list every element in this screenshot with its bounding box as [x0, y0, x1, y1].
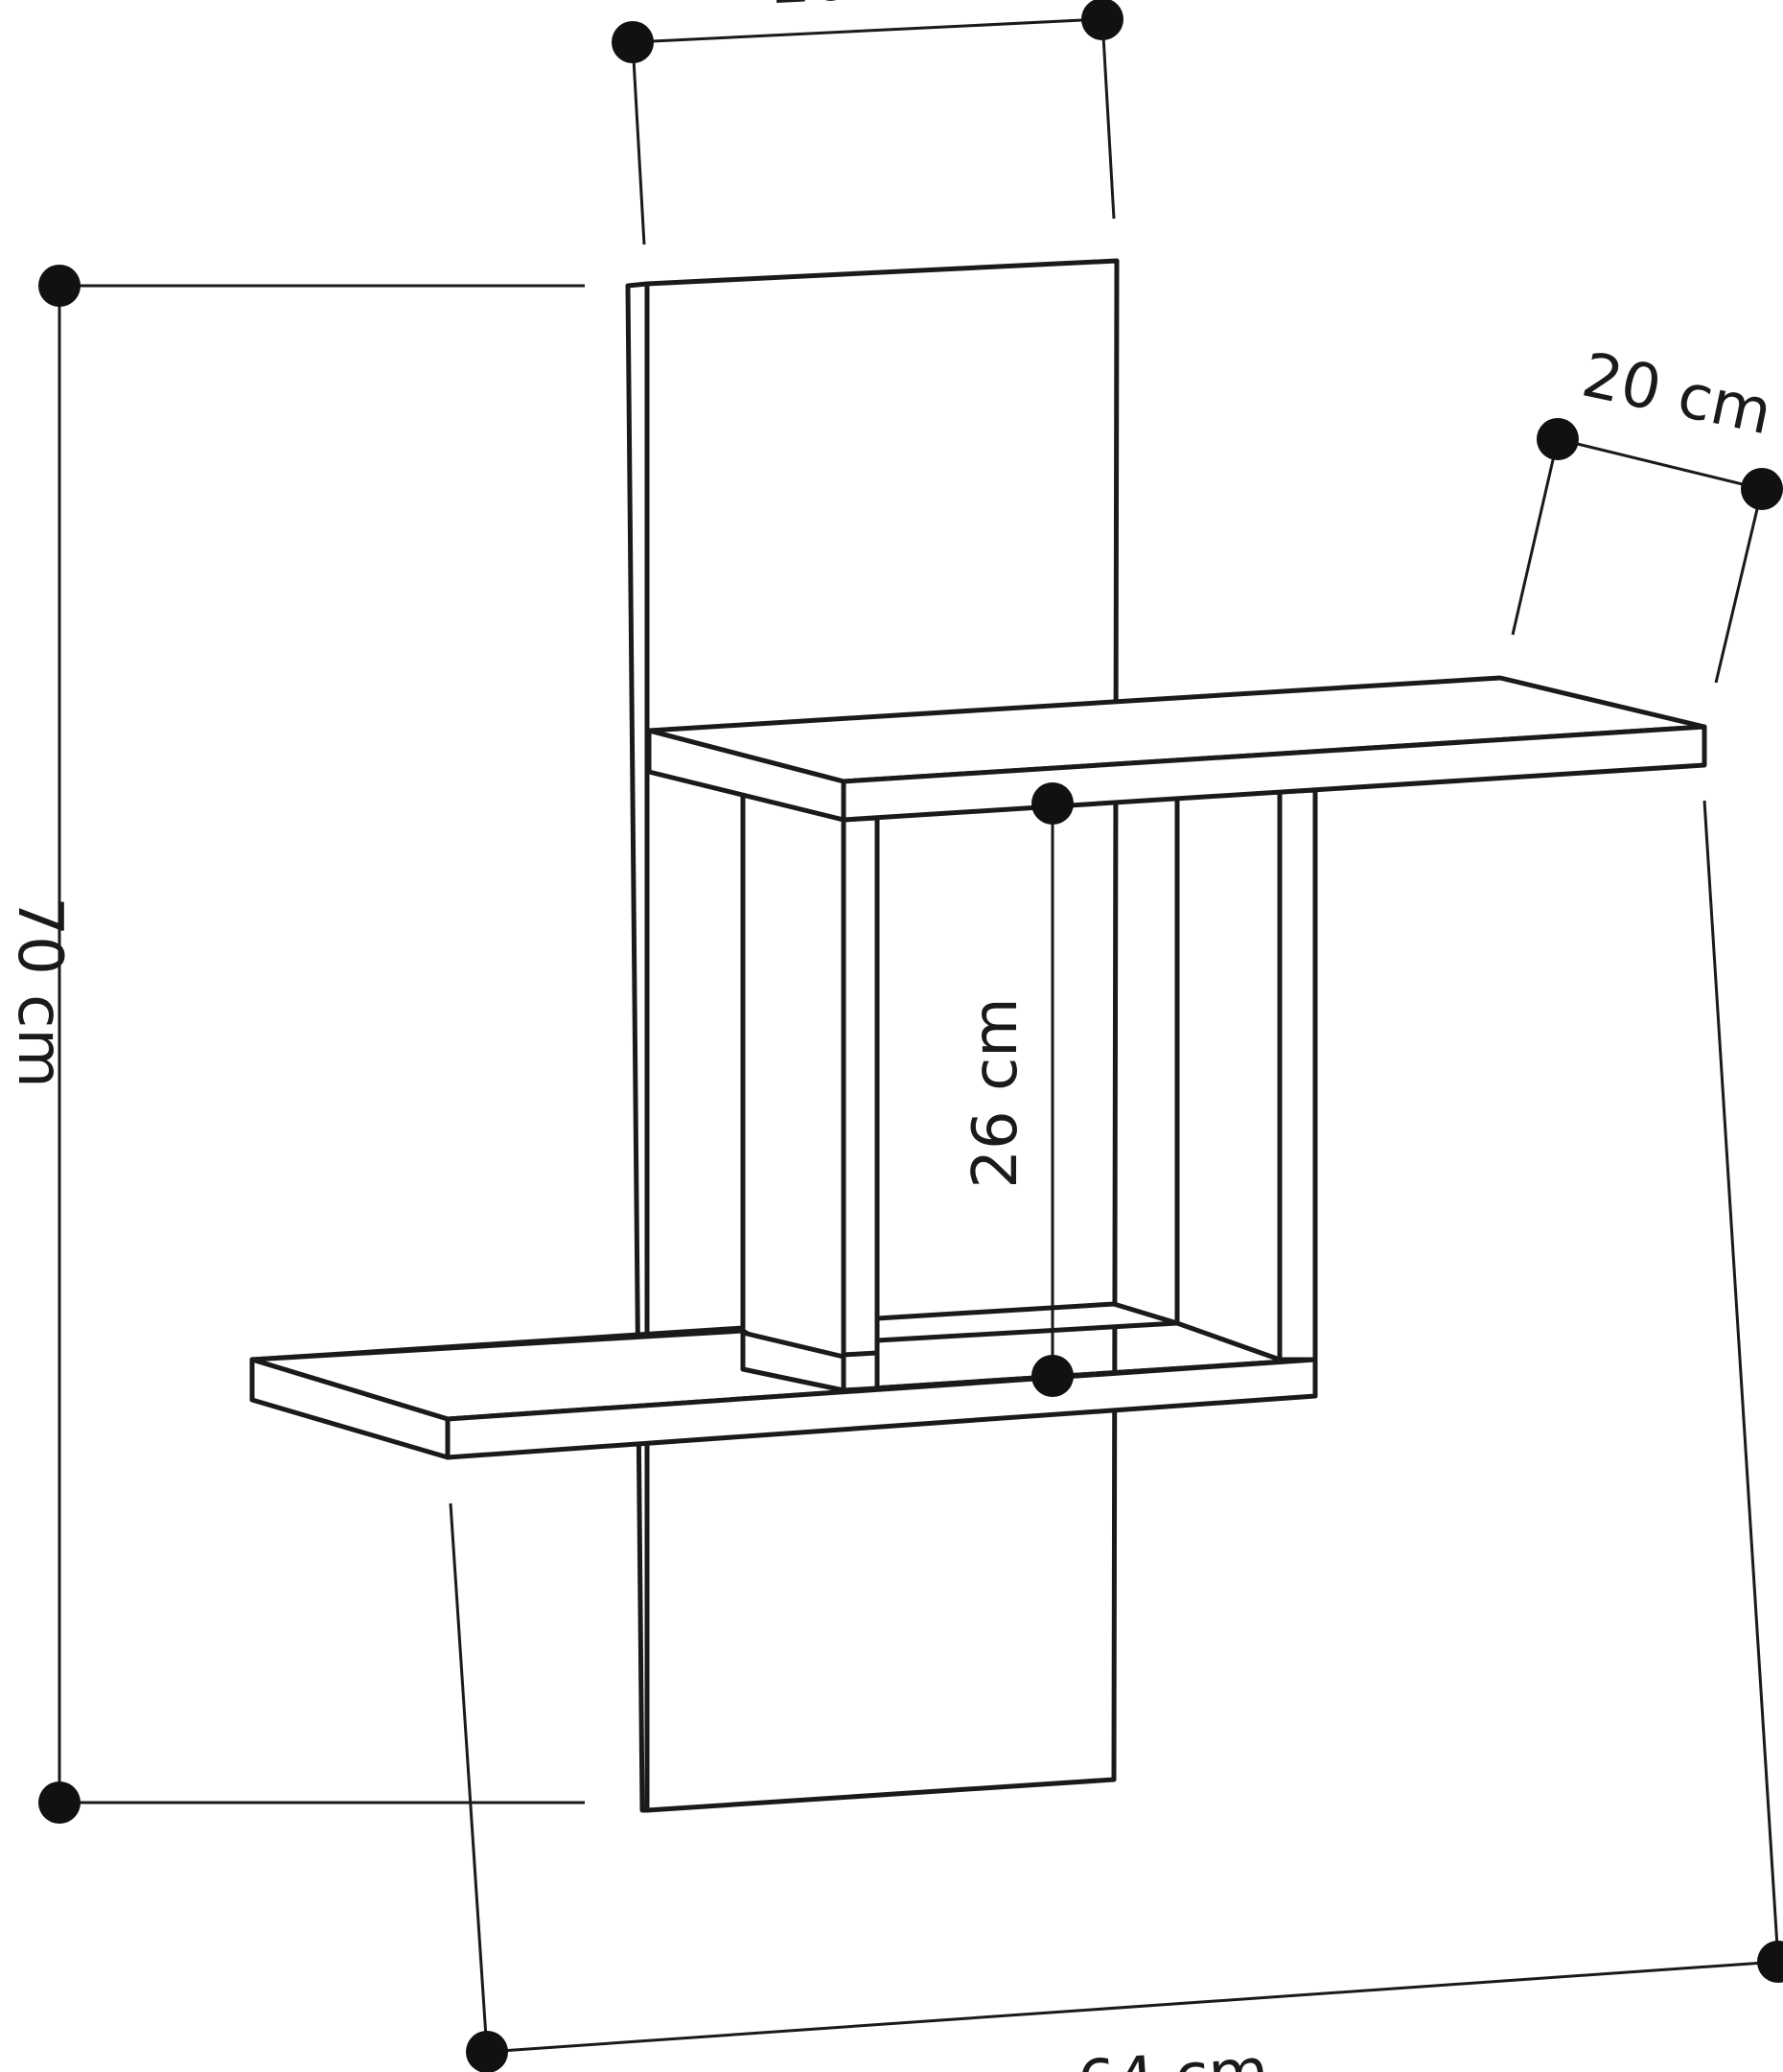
width-ext-left [449, 1502, 489, 2053]
cube-right-inner [1174, 789, 1283, 1362]
top-width-dot-left [612, 21, 654, 63]
top-width-label: 26 cm [769, 0, 963, 18]
depth-ext-right [1714, 488, 1764, 684]
inner-height-label: 26 cm [961, 997, 1031, 1188]
lower-board-side [249, 1357, 451, 1460]
back-panel-face [644, 258, 1120, 1813]
upper-board-side [646, 728, 846, 823]
depth-label: 20 cm [1576, 340, 1777, 450]
dimension-total-height: 70 cm [4, 265, 585, 1824]
depth-dot-left [1537, 418, 1579, 460]
width-total-label: 64 cm [1076, 2036, 1271, 2072]
width-dot-left [466, 2031, 508, 2072]
depth-ext-left [1511, 438, 1560, 636]
inner-height-dot-top [1031, 782, 1074, 825]
depth-dim-line [1557, 437, 1763, 491]
top-width-dot-right [1081, 0, 1123, 40]
cube-left-front-base [841, 1350, 880, 1393]
cube-right-front-edge [1277, 787, 1318, 1362]
width-ext-right [1702, 800, 1780, 1963]
lower-shelf [249, 1325, 1318, 1460]
depth-dot-right [1741, 468, 1783, 510]
upper-shelf-unit [646, 675, 1707, 1393]
height-dot-top [38, 265, 81, 307]
dimension-top-width: 26 cm [612, 0, 1123, 245]
width-dot-right [1757, 1941, 1783, 1983]
top-width-ext-right [1100, 18, 1116, 220]
height-total-label: 70 cm [4, 896, 75, 1087]
dimension-inner-height: 26 cm [961, 782, 1074, 1397]
top-width-ext-left [631, 41, 646, 245]
top-width-dim-line [632, 17, 1103, 44]
inner-height-dot-bottom [1031, 1355, 1074, 1397]
dimension-depth: 20 cm [1511, 340, 1783, 684]
back-panel-edge [625, 281, 650, 1813]
height-dot-bottom [38, 1781, 81, 1824]
cube-left-front-edge [841, 815, 880, 1393]
width-dim-line [486, 1960, 1779, 2054]
cube-left-side [740, 791, 846, 1393]
